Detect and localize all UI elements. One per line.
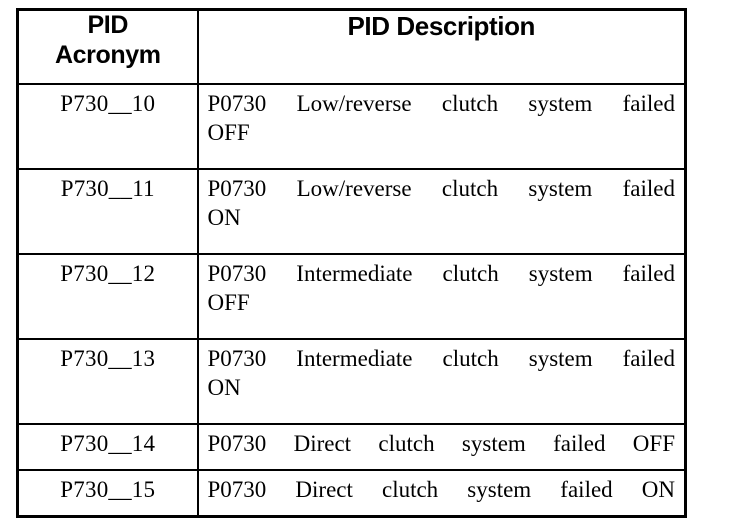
cell-pid-description-line2: ON bbox=[207, 204, 241, 230]
header-row: PID Acronym PID Description bbox=[16, 8, 687, 85]
table-row: P730__14 P0730 Direct clutch system fail… bbox=[16, 423, 687, 471]
cell-pid-description: P0730 Intermediate clutch system failed … bbox=[196, 253, 687, 340]
cell-pid-description: P0730 Direct clutch system failed OFF bbox=[196, 423, 687, 471]
cell-pid-description-line2: OFF bbox=[207, 289, 250, 315]
column-header-pid-description-line1: PID Description bbox=[347, 11, 536, 41]
page-root: PID Acronym PID Description P730__10 P07… bbox=[16, 8, 687, 518]
cell-pid-description: P0730 Intermediate clutch system failed … bbox=[196, 338, 687, 425]
table-row: P730__10 P0730 Low/reverse clutch system… bbox=[16, 83, 687, 170]
cell-pid-description-line1: P0730 Low/reverse clutch system failed bbox=[207, 91, 676, 116]
table-body: P730__10 P0730 Low/reverse clutch system… bbox=[16, 83, 687, 518]
table-header: PID Acronym PID Description bbox=[16, 8, 687, 85]
cell-pid-description-line2: OFF bbox=[207, 119, 250, 145]
column-header-pid-acronym: PID Acronym bbox=[16, 8, 199, 85]
cell-pid-acronym: P730__14 bbox=[16, 423, 199, 471]
column-header-pid-acronym-line2: Acronym bbox=[54, 40, 161, 69]
table-row: P730__15 P0730 Direct clutch system fail… bbox=[16, 469, 687, 518]
cell-pid-description: P0730 Direct clutch system failed ON bbox=[196, 469, 687, 518]
cell-pid-description: P0730 Low/reverse clutch system failed O… bbox=[196, 83, 687, 170]
table-row: P730__13 P0730 Intermediate clutch syste… bbox=[16, 338, 687, 425]
pid-table: PID Acronym PID Description P730__10 P07… bbox=[16, 8, 687, 518]
cell-pid-acronym: P730__12 bbox=[16, 253, 199, 340]
cell-pid-description-line1: P0730 Intermediate clutch system failed bbox=[207, 261, 676, 286]
cell-pid-description: P0730 Low/reverse clutch system failed O… bbox=[196, 168, 687, 255]
column-header-pid-description: PID Description bbox=[196, 8, 687, 85]
cell-pid-acronym: P730__13 bbox=[16, 338, 199, 425]
column-header-pid-acronym-line1: PID bbox=[87, 11, 129, 39]
table-row: P730__11 P0730 Low/reverse clutch system… bbox=[16, 168, 687, 255]
table-row: P730__12 P0730 Intermediate clutch syste… bbox=[16, 253, 687, 340]
cell-pid-acronym: P730__11 bbox=[16, 168, 199, 255]
cell-pid-acronym: P730__15 bbox=[16, 469, 199, 518]
cell-pid-acronym: P730__10 bbox=[16, 83, 199, 170]
cell-pid-description-line2: ON bbox=[207, 374, 241, 400]
cell-pid-description-line1: P0730 Intermediate clutch system failed bbox=[207, 346, 676, 371]
cell-pid-description-line1: P0730 Low/reverse clutch system failed bbox=[207, 176, 676, 201]
